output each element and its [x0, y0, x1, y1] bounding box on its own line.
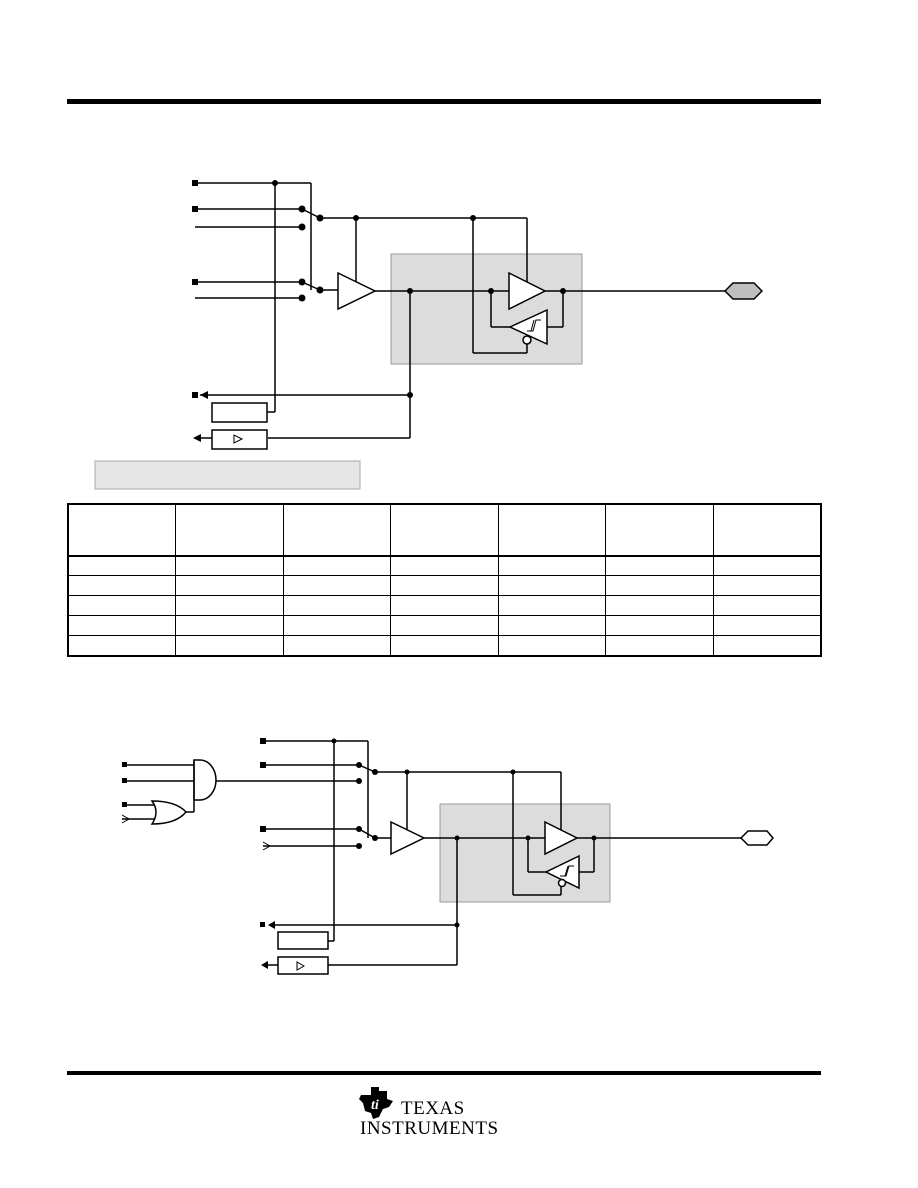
table-cell: [282, 635, 392, 657]
description-table: [67, 503, 822, 657]
table-header-row: [67, 503, 822, 557]
bidirectional-cell-diagram-1: [94, 180, 764, 490]
table-cell: [175, 615, 284, 636]
bidirectional-cell-diagram-2: [121, 738, 774, 975]
table-cell: [175, 635, 284, 657]
table-header-cell: [497, 503, 607, 557]
table-row: [67, 595, 822, 616]
company-logo: ti Texas Instruments: [357, 1085, 517, 1141]
core-region-shade: [390, 253, 583, 365]
svg-text:ti: ti: [371, 1098, 379, 1113]
table-cell: [390, 635, 499, 657]
table-cell: [282, 615, 392, 636]
table-row: [67, 635, 822, 657]
table-header-cell: [712, 503, 822, 557]
core-region-shade-2: [439, 803, 611, 903]
ti-logo-icon: ti: [359, 1087, 393, 1119]
header-rule: [67, 99, 821, 104]
footer-rule: [67, 1071, 821, 1075]
table-row: [67, 615, 822, 636]
table-cell: [390, 615, 499, 636]
company-name-line1: Texas: [401, 1098, 465, 1119]
company-name-line2: Instruments: [360, 1118, 499, 1139]
table-cell: [712, 615, 822, 636]
table-header-cell: [282, 503, 392, 557]
legend-box: [94, 460, 361, 490]
table-row: [67, 555, 822, 576]
table-cell: [712, 635, 822, 657]
